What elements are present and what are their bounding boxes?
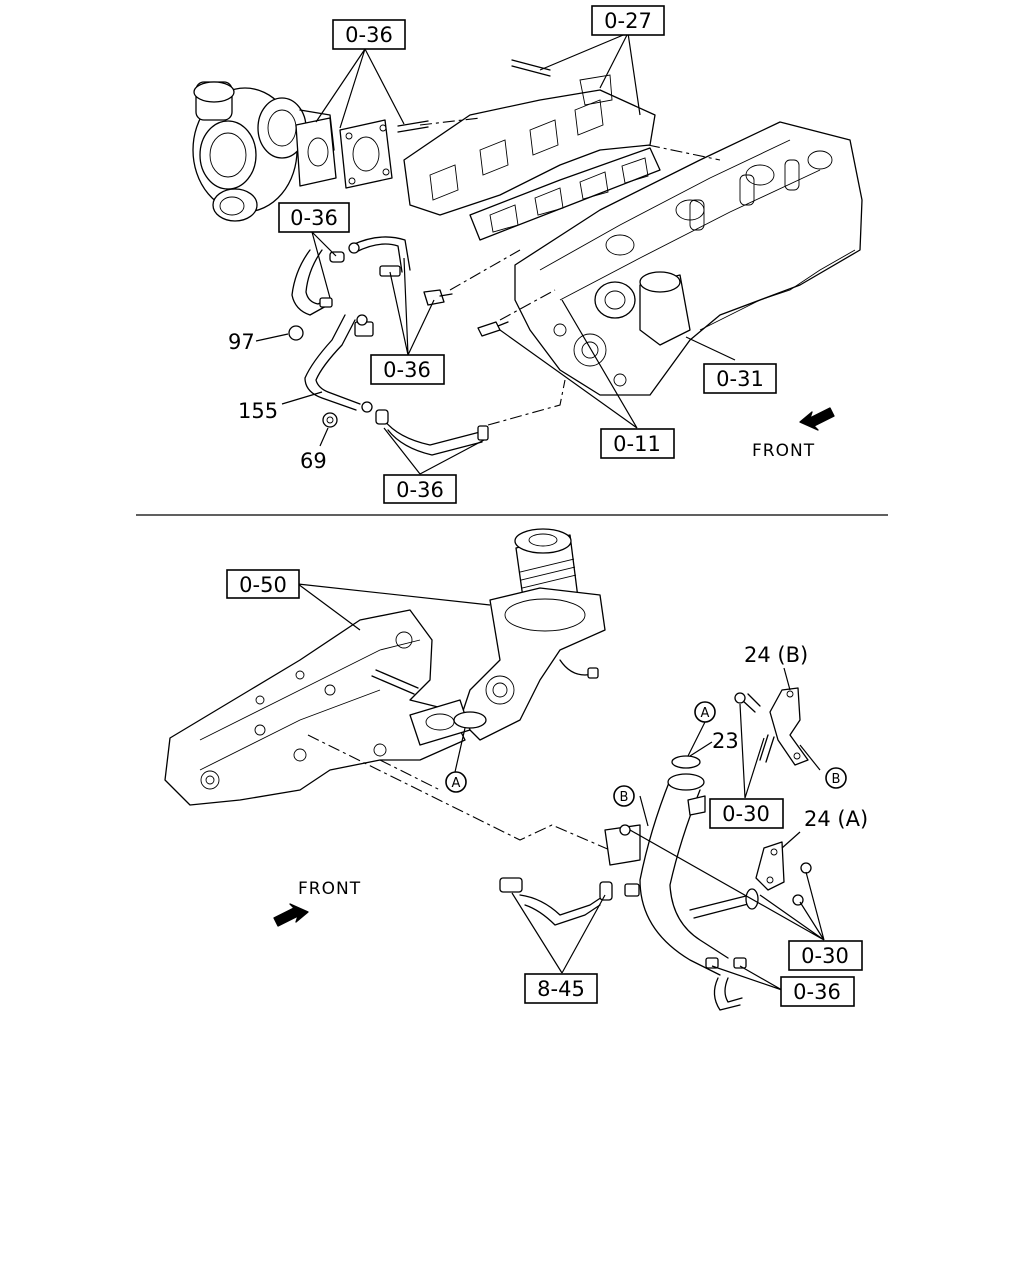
front-arrow-icon-bottom	[273, 903, 309, 927]
centerline-bottom-2	[379, 759, 441, 791]
leader-circle-a2	[454, 727, 466, 773]
centerline-sensor	[499, 289, 556, 321]
callout-050-label: 0-50	[239, 573, 287, 597]
leader-155	[281, 391, 323, 405]
leaders-030-a	[739, 703, 765, 799]
centerline-bottom	[307, 734, 611, 851]
exhaust-manifold	[403, 74, 656, 216]
leader-69	[319, 427, 329, 447]
callout-027[interactable]: 0-27	[591, 5, 665, 36]
circle-label-b1-text: B	[620, 790, 629, 805]
centerline-bolt	[449, 249, 521, 291]
oil-filter-housing	[459, 587, 606, 741]
circle-label-b1[interactable]: B	[613, 785, 635, 807]
callout-027-label: 0-27	[604, 9, 652, 33]
callout-030-a-label: 0-30	[722, 802, 770, 826]
circle-label-a2-text: A	[452, 776, 461, 791]
exhaust-manifold-gasket	[469, 147, 661, 241]
leader-031	[685, 336, 736, 361]
o-ring-23-shape	[671, 755, 701, 769]
front-label-bottom: FRONT	[298, 879, 361, 899]
callout-845[interactable]: 8-45	[524, 973, 598, 1004]
leader-circle-a1	[687, 721, 706, 757]
cylinder-head	[514, 121, 863, 396]
fittings-top	[288, 265, 509, 428]
circle-label-a1[interactable]: A	[694, 701, 716, 723]
leader-24a	[781, 831, 801, 849]
centerline-manifold	[647, 144, 721, 161]
nut-69-shape	[322, 412, 338, 428]
water-pipe-155	[304, 314, 374, 411]
leader-23	[689, 741, 713, 757]
part-number-24a[interactable]: 24 (A)	[804, 807, 868, 831]
leader-circle-b2	[799, 744, 821, 771]
callout-036-b-label: 0-36	[290, 206, 338, 230]
part-number-97[interactable]: 97	[228, 330, 255, 354]
leader-24b	[783, 667, 791, 691]
water-pipe-bent	[348, 236, 411, 273]
part-number-155[interactable]: 155	[238, 399, 278, 423]
leaders-036-b	[311, 231, 337, 299]
callout-031[interactable]: 0-31	[703, 363, 777, 394]
circle-label-a2[interactable]: A	[445, 771, 467, 793]
leaders-050	[297, 583, 491, 631]
leader-97	[255, 333, 289, 342]
front-label-top: FRONT	[752, 441, 815, 461]
callout-031-label: 0-31	[716, 367, 764, 391]
centerline-hose	[487, 379, 566, 426]
part-number-24b[interactable]: 24 (B)	[744, 643, 808, 667]
callout-036-a-label: 0-36	[345, 23, 393, 47]
callout-030-a[interactable]: 0-30	[709, 798, 784, 829]
bracket-24b	[734, 687, 809, 766]
leader-circle-b1	[639, 795, 649, 827]
leaders-027	[539, 32, 641, 116]
part-number-69[interactable]: 69	[300, 449, 327, 473]
callout-011-label: 0-11	[613, 432, 661, 456]
water-hose-lower	[375, 409, 489, 456]
hose-8-45	[499, 877, 640, 926]
callout-050[interactable]: 0-50	[226, 569, 300, 599]
callout-036-d[interactable]: 0-36	[383, 474, 457, 504]
leaders-036-e	[711, 965, 783, 991]
bolt-97-shape	[288, 325, 304, 341]
callout-036-d-label: 0-36	[396, 478, 444, 502]
callout-036-e-label: 0-36	[793, 980, 841, 1004]
turbocharger	[192, 81, 337, 222]
leaders-036-a	[315, 48, 405, 129]
circle-label-b2-text: B	[832, 772, 841, 787]
leaders-036-d	[383, 427, 485, 475]
callout-036-e[interactable]: 0-36	[780, 976, 855, 1007]
front-arrow-icon-top	[799, 407, 835, 431]
stud-bottom	[371, 669, 419, 695]
centerline-stud	[419, 117, 481, 126]
thermostat-housing	[594, 271, 691, 346]
leaders-011	[499, 299, 638, 429]
callout-030-b-label: 0-30	[801, 944, 849, 968]
oil-cooler-body	[164, 609, 471, 806]
leaders-845	[511, 892, 606, 974]
callout-030-b[interactable]: 0-30	[788, 940, 863, 971]
bottom-assembly: FRONT A A B B	[164, 528, 868, 1011]
turbo-gaskets	[339, 119, 393, 189]
water-pipe-lower	[604, 773, 759, 976]
circle-label-b2[interactable]: B	[825, 767, 847, 789]
callout-036-c[interactable]: 0-36	[370, 354, 445, 385]
callout-036-b[interactable]: 0-36	[278, 202, 350, 233]
leaders-030-b	[629, 829, 825, 941]
leaders-036-c	[389, 257, 435, 356]
water-hose-upper	[291, 249, 345, 316]
callout-036-c-label: 0-36	[383, 358, 431, 382]
callout-036-a[interactable]: 0-36	[332, 19, 406, 50]
callout-011[interactable]: 0-11	[600, 428, 675, 459]
gasket-a-shape	[453, 711, 487, 729]
callout-845-label: 8-45	[537, 977, 585, 1001]
hose-small-bottom	[705, 957, 747, 1011]
circle-label-a1-text: A	[701, 706, 710, 721]
stud-top	[397, 120, 429, 133]
top-assembly: FRONT 0-36 0-27 0-36 0-36 0-	[192, 5, 863, 504]
part-number-23[interactable]: 23	[712, 729, 739, 753]
bracket-24a	[755, 841, 812, 906]
